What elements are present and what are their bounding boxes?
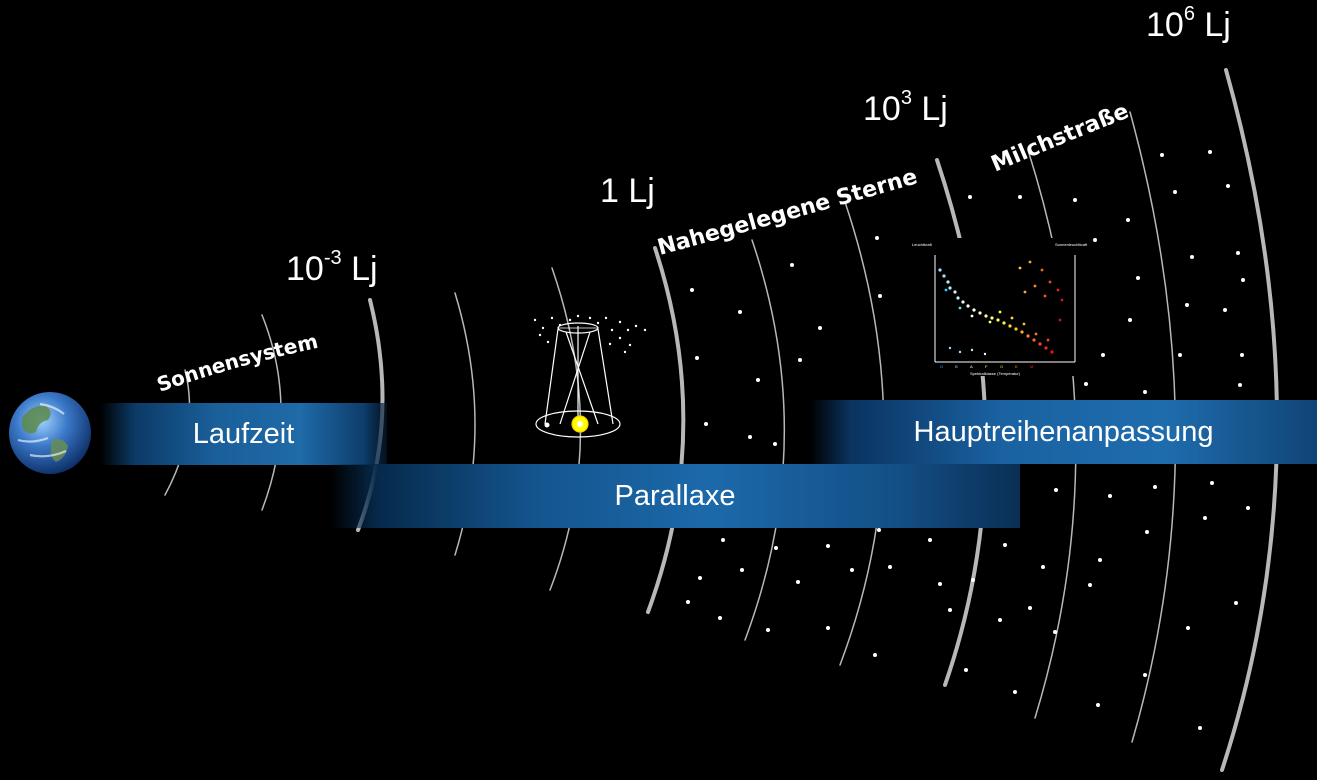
arc-6-major xyxy=(646,246,686,614)
svg-text:G: G xyxy=(1000,364,1003,369)
distance-label-1e-3: 10-3 Lj xyxy=(286,246,378,288)
svg-text:O: O xyxy=(940,364,943,369)
svg-text:A: A xyxy=(970,364,973,369)
distance-label-1: 1 Lj xyxy=(600,172,655,210)
method-band-parallaxe: Parallaxe xyxy=(330,464,1020,528)
parallax-cone-icon xyxy=(533,314,647,438)
method-label-laufzeit: Laufzeit xyxy=(192,417,295,450)
region-label-nahegelegene-sterne: Nahegelegene Sterne xyxy=(655,164,920,260)
method-label-hauptreihenanpassung: Hauptreihenanpassung xyxy=(913,415,1214,448)
hr-main-sequence xyxy=(938,268,1054,354)
svg-text:M: M xyxy=(1030,364,1033,369)
method-label-parallaxe: Parallaxe xyxy=(614,479,736,512)
svg-text:B: B xyxy=(955,364,958,369)
method-band-laufzeit: Laufzeit xyxy=(100,403,387,465)
hr-white-dwarfs xyxy=(948,346,987,356)
background-stars xyxy=(533,314,647,354)
arc-7 xyxy=(744,239,786,641)
star-dots xyxy=(686,150,1250,730)
hr-diagram-icon: Leuchtkraft Sonnenleuchtkraft Spektralkla… xyxy=(905,238,1088,376)
earth-icon xyxy=(9,392,91,474)
svg-text:F: F xyxy=(985,364,988,369)
distance-label-1e6: 106 Lj xyxy=(1146,2,1231,44)
method-band-hauptreihenanpassung: Hauptreihenanpassung xyxy=(810,400,1317,464)
distance-label-1e3: 103 Lj xyxy=(863,86,948,128)
region-label-milchstrasse: Milchstraße xyxy=(988,99,1133,178)
svg-text:Leuchtkraft: Leuchtkraft xyxy=(912,242,933,247)
svg-text:Spektralklasse (Temperatur): Spektralklasse (Temperatur) xyxy=(970,371,1021,376)
hr-giants xyxy=(1018,260,1064,322)
svg-text:Sonnenleuchtkraft: Sonnenleuchtkraft xyxy=(1055,242,1088,247)
region-label-sonnensystem: Sonnensystem xyxy=(154,329,321,397)
svg-text:K: K xyxy=(1015,364,1018,369)
